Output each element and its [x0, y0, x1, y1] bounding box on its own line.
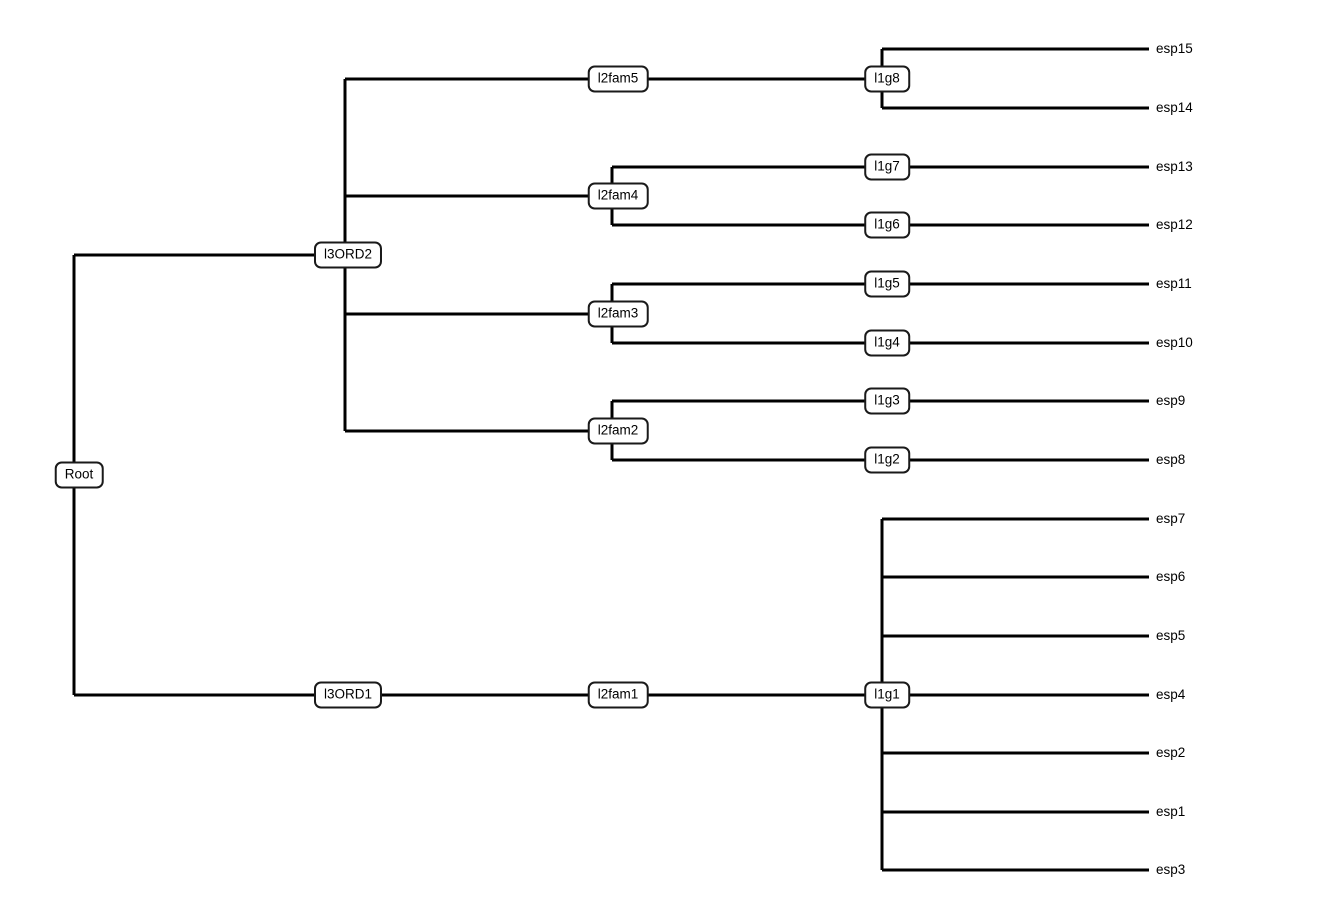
leaf-label-esp13: esp13 — [1156, 159, 1193, 174]
leaf-label-esp11: esp11 — [1156, 276, 1192, 291]
tree-node-l2fam1: l2fam1 — [587, 681, 649, 709]
tree-node-l1g1: l1g1 — [864, 681, 910, 709]
leaf-label-esp7: esp7 — [1156, 511, 1186, 526]
tree-node-l1g8: l1g8 — [864, 65, 910, 93]
tree-node-l2fam3: l2fam3 — [587, 300, 649, 328]
leaf-label-esp9: esp9 — [1156, 393, 1186, 408]
tree-node-l1g5: l1g5 — [864, 270, 910, 298]
tree-node-l2fam5: l2fam5 — [587, 65, 649, 93]
tree-node-l2fam4: l2fam4 — [587, 182, 649, 210]
leaf-label-esp10: esp10 — [1156, 335, 1193, 350]
leaf-label-esp8: esp8 — [1156, 452, 1186, 467]
leaf-label-esp3: esp3 — [1156, 862, 1186, 877]
tree-node-l1g4: l1g4 — [864, 329, 910, 357]
tree-node-l1g6: l1g6 — [864, 211, 910, 239]
leaf-label-esp6: esp6 — [1156, 569, 1186, 584]
leaf-label-esp2: esp2 — [1156, 745, 1186, 760]
leaf-label-esp5: esp5 — [1156, 628, 1186, 643]
leaf-label-esp12: esp12 — [1156, 217, 1193, 232]
tree-node-l1g7: l1g7 — [864, 153, 910, 181]
tree-node-l1g3: l1g3 — [864, 387, 910, 415]
tree-node-l3ord1: l3ORD1 — [313, 681, 383, 709]
tree-node-l3ord2: l3ORD2 — [313, 241, 383, 269]
tree-node-l2fam2: l2fam2 — [587, 417, 649, 445]
leaf-label-esp14: esp14 — [1156, 100, 1193, 115]
leaf-label-esp1: esp1 — [1156, 804, 1186, 819]
tree-node-l1g2: l1g2 — [864, 446, 910, 474]
tree-node-root: Root — [54, 461, 104, 489]
leaf-label-esp15: esp15 — [1156, 41, 1193, 56]
leaf-label-esp4: esp4 — [1156, 687, 1186, 702]
